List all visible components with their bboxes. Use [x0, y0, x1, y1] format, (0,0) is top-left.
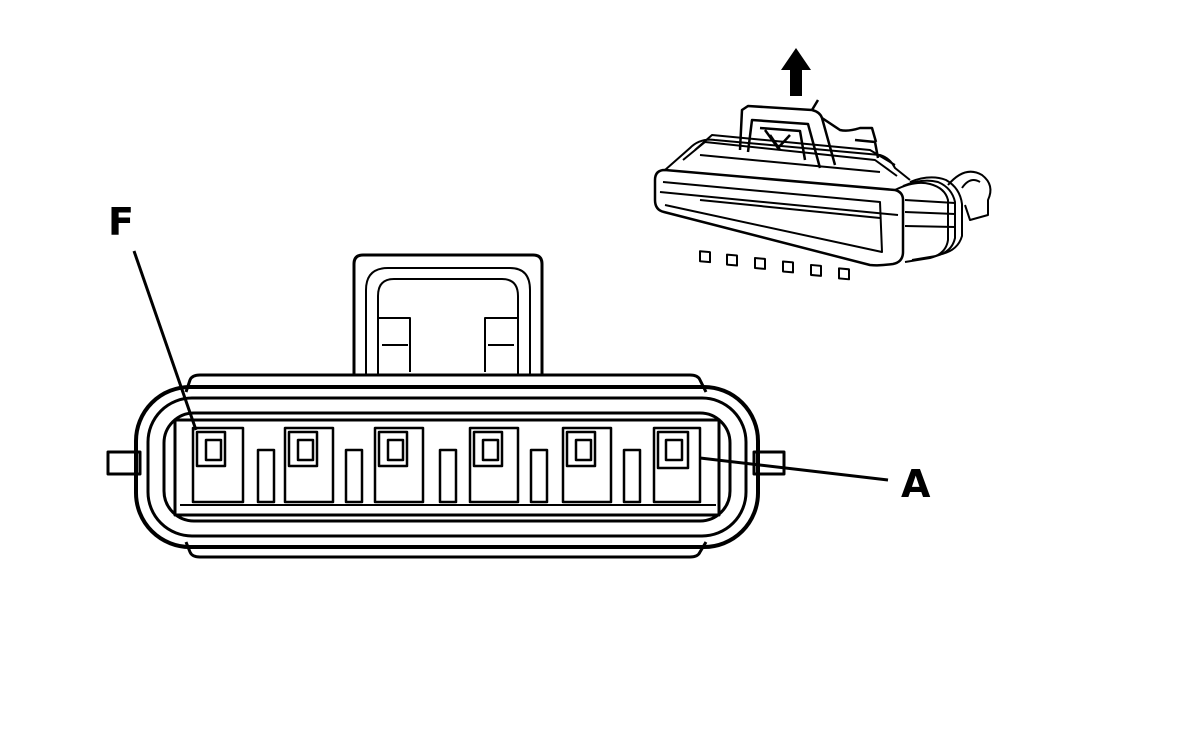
- cavity-pin-c: [468, 426, 520, 504]
- up-arrow-icon: [781, 48, 811, 96]
- housing-inner: [162, 411, 732, 523]
- iso-rear-cap: [947, 170, 992, 221]
- leader-line-a: [699, 456, 889, 482]
- callout-f: F: [108, 200, 198, 431]
- iso-terminal-windows: [699, 199, 881, 281]
- cavity-strip: [173, 418, 721, 517]
- iso-locking-latch: [738, 99, 880, 169]
- cavity-pin-f: [191, 426, 245, 504]
- connector-front-view: [106, 253, 786, 559]
- iso-front-face: [653, 168, 905, 267]
- cavity-pin-d: [373, 426, 425, 504]
- bottom-rail: [184, 541, 708, 559]
- callout-a: A: [699, 456, 931, 506]
- left-nub: [106, 450, 142, 476]
- housing-outer: [134, 385, 760, 549]
- pin-label-f: F: [108, 200, 134, 244]
- top-rail: [184, 373, 708, 393]
- iso-housing-layers: [894, 176, 963, 263]
- separator-slots: [256, 448, 642, 504]
- iso-top-ridges: [664, 134, 911, 181]
- locking-tab: [352, 253, 544, 375]
- cavity-pin-b: [561, 426, 613, 504]
- cavity-pin-a: [652, 426, 702, 504]
- cavity-pin-e: [283, 426, 335, 504]
- leader-line-f: [132, 250, 198, 431]
- connector-isometric-view: [653, 99, 992, 281]
- pin-label-a: A: [901, 462, 931, 506]
- housing-middle: [146, 396, 748, 538]
